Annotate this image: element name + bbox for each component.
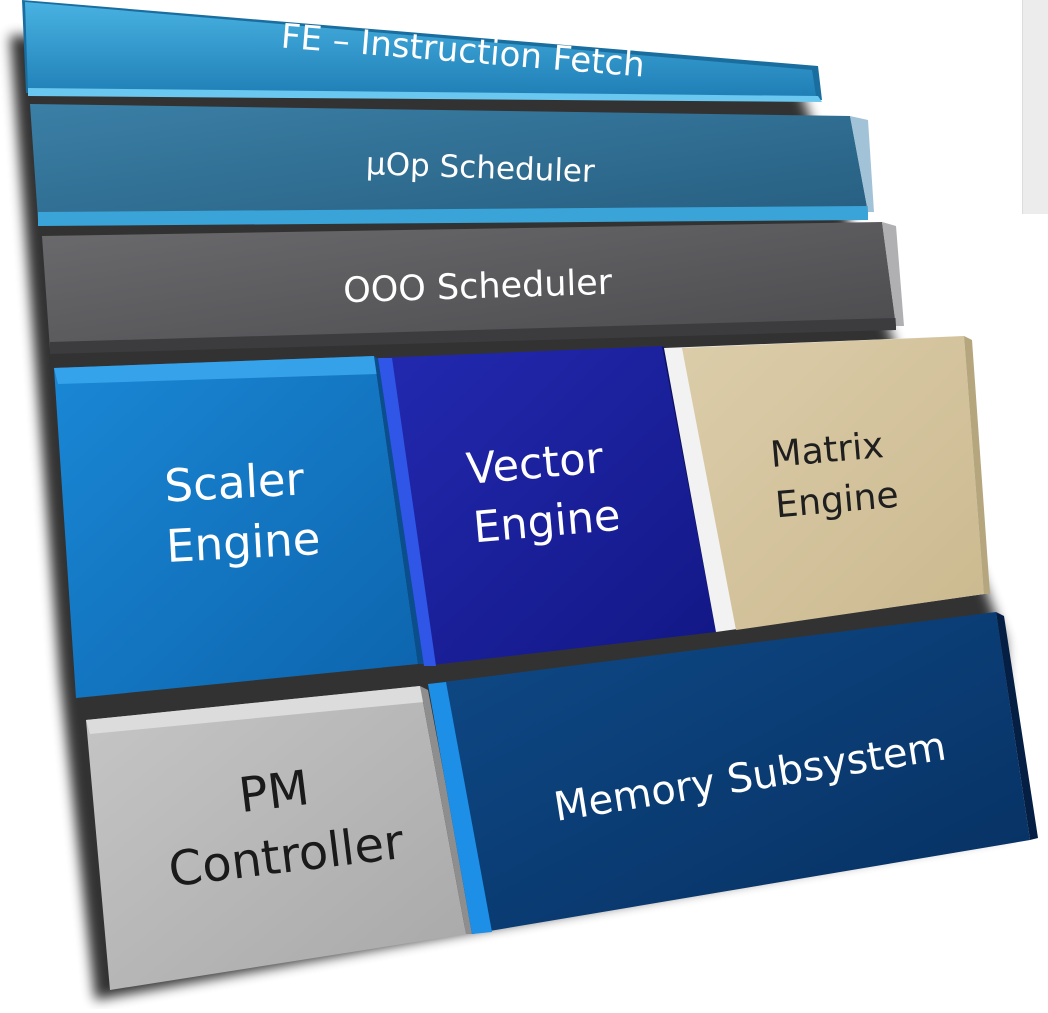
scaler-engine-block: Scaler Engine [54, 356, 424, 698]
pm-controller-label-line1: PM [236, 760, 313, 824]
uop-scheduler-block: µOp Scheduler [30, 104, 874, 226]
memory-subsystem-block: Memory Subsystem [428, 612, 1038, 934]
matrix-engine-block: Matrix Engine [664, 336, 990, 632]
vector-engine-block: Vector Engine [378, 346, 722, 666]
vector-engine-label-line1: Vector [464, 433, 605, 495]
side-panel [1022, 0, 1048, 214]
ooo-scheduler-block: OOO Scheduler [42, 222, 904, 354]
ooo-scheduler-label: OOO Scheduler [343, 263, 614, 311]
scaler-engine-label-line2: Engine [165, 512, 322, 573]
fe-block: FE – Instruction Fetch [22, 0, 822, 102]
scaler-engine-label-line1: Scaler [163, 452, 306, 512]
uop-scheduler-label: µOp Scheduler [365, 146, 595, 190]
matrix-engine-label-line1: Matrix [769, 425, 885, 476]
pm-controller-block: PM Controller [86, 686, 474, 990]
